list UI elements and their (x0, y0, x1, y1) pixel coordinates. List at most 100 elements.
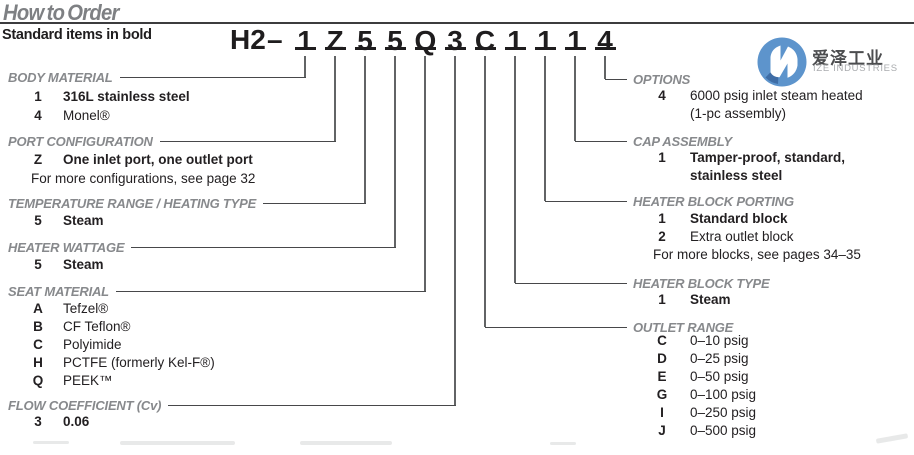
part-code-cell: 5 (380, 26, 410, 55)
item-description: Tamper-proof, standard,stainless steel (690, 150, 846, 183)
item-description: 0–100 psig (690, 387, 757, 402)
part-code-cell: Q (410, 25, 440, 56)
heading-label: PORT CONFIGURATION (8, 133, 153, 149)
item-code: H (33, 355, 43, 370)
item-code: 5 (34, 257, 42, 272)
item-code: 3 (34, 414, 42, 429)
item-code: B (33, 319, 43, 334)
heading-label: OPTIONS (633, 71, 691, 87)
heading-lead-line (168, 404, 456, 406)
part-code-char: 1 (534, 26, 556, 55)
item-code: 1 (658, 150, 666, 165)
heading-label: HEATER BLOCK TYPE (633, 275, 770, 291)
part-number-separator: – (267, 24, 283, 55)
item-description: 0–500 psig (690, 423, 757, 438)
part-code-cell: 4 (590, 26, 620, 55)
heading-lead-line (159, 140, 336, 142)
item-code: 5 (34, 213, 42, 228)
ize-logo-mark-icon (757, 37, 807, 87)
section-note: For more blocks, see pages 34–35 (653, 247, 861, 262)
part-code-char: Q (414, 25, 437, 56)
item-code: 4 (658, 88, 666, 103)
item-description: Monel® (63, 108, 110, 123)
part-code-char: 5 (354, 26, 376, 55)
item-code: G (656, 387, 668, 402)
subtitle-standard-items: Standard items in bold (2, 27, 152, 43)
heading-label: FLOW COEFFICIENT (Cv) (8, 397, 162, 413)
item-code: A (33, 301, 43, 316)
item-description: One inlet port, one outlet port (63, 152, 253, 167)
item-code: 1 (34, 89, 42, 104)
part-code-char: C (474, 25, 496, 56)
item-description: Tefzel® (63, 301, 109, 316)
section-note: For more configurations, see page 32 (31, 171, 256, 186)
section-heading-body-material: BODY MATERIAL (8, 68, 306, 86)
part-code-char: Z (324, 25, 346, 56)
part-number-prefix: H2 (230, 24, 266, 55)
heading-lead-line (115, 290, 426, 292)
item-code: 2 (658, 229, 666, 244)
item-code: E (657, 369, 667, 384)
part-code-char: 4 (594, 26, 616, 55)
section-heading-seat-material: SEAT MATERIAL (8, 282, 426, 300)
code-item-row: 4 Monel® (0, 106, 190, 125)
item-code: 1 (658, 292, 666, 307)
code-item-row: 1 316L stainless steel (0, 87, 190, 106)
item-code: Z (33, 152, 43, 167)
part-code-cell: 1 (290, 26, 320, 55)
section-heading-heater-block-type: HEATER BLOCK TYPE (515, 274, 770, 292)
scan-artifact (120, 441, 235, 445)
item-description: Steam (690, 292, 731, 307)
item-code: 4 (34, 108, 42, 123)
section-heading-flow-coefficient: FLOW COEFFICIENT (Cv) (8, 396, 456, 414)
item-code: 1 (658, 211, 666, 226)
part-code-char: 1 (294, 26, 316, 55)
part-code-cell: 1 (500, 26, 530, 55)
section-heading-heater-wattage: HEATER WATTAGE (8, 238, 396, 256)
items-temperature-range: 5 Steam (0, 211, 104, 230)
scan-artifact (33, 441, 69, 444)
heading-lead-line (263, 202, 366, 204)
part-code-cell: Z (320, 25, 350, 56)
code-item-row: G 0–100 psig (632, 386, 756, 404)
section-heading-options: OPTIONS (605, 70, 690, 88)
logo-chinese-name: 爱泽工业 (812, 49, 884, 68)
item-description: Polyimide (63, 337, 122, 352)
part-code-char: 1 (504, 26, 526, 55)
heading-label: HEATER BLOCK PORTING (633, 193, 794, 209)
item-code: Q (32, 373, 44, 388)
part-code-cell: 1 (560, 26, 590, 55)
ize-industries-logo: 爱泽工业 IZE INDUSTRIES (757, 37, 914, 92)
section-heading-outlet-range: OUTLET RANGE (485, 318, 733, 336)
part-code-cell: C (470, 25, 500, 56)
section-heading-cap-assembly: CAP ASSEMBLY (575, 132, 732, 150)
item-description: 316L stainless steel (63, 89, 190, 104)
items-heater-block-type: 1 Steam (632, 291, 731, 309)
item-description: 0–25 psig (690, 351, 749, 366)
heading-lead-line (605, 78, 627, 80)
part-code-char: 5 (384, 26, 406, 55)
heading-label: OUTLET RANGE (633, 319, 734, 335)
page-title: How to Order (3, 0, 119, 25)
part-code-cell: 5 (350, 26, 380, 55)
section-heading-heater-block-porting: HEATER BLOCK PORTING (545, 192, 794, 210)
item-code: I (660, 405, 664, 420)
code-item-row: A Tefzel® (0, 300, 215, 318)
item-description: Steam (63, 213, 104, 228)
heading-lead-line (485, 326, 627, 328)
item-description: Standard block (690, 211, 788, 226)
heading-label: TEMPERATURE RANGE / HEATING TYPE (8, 195, 257, 211)
item-description: CF Teflon® (63, 319, 131, 334)
heading-lead-line (131, 246, 396, 248)
item-description: 0–10 psig (690, 333, 749, 348)
